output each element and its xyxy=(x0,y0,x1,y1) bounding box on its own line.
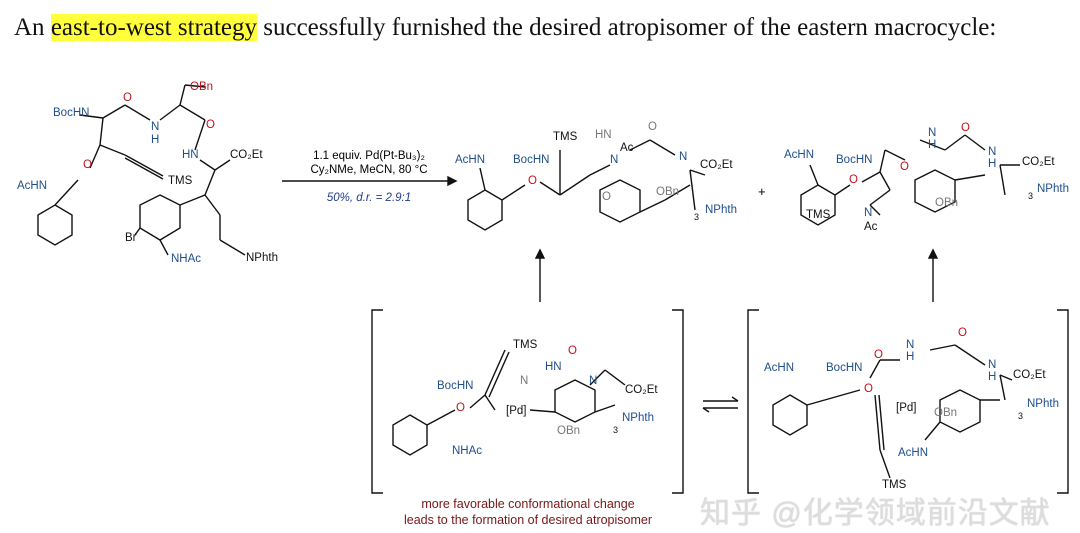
label-nphth: NPhth xyxy=(622,412,654,424)
label-obn: OBn xyxy=(557,425,581,437)
label-co2et: CO₂Et xyxy=(700,159,733,171)
label-n: N xyxy=(610,154,619,166)
label-o: O xyxy=(206,119,215,131)
label-o: O xyxy=(864,383,873,395)
reaction-conditions: 1.1 equiv. Pd(Pt-Bu₃)₂ Cy₂NMe, MeCN, 80 … xyxy=(286,149,452,177)
note-line-1: more favorable conformational change xyxy=(421,497,635,511)
label-nphth: NPhth xyxy=(1027,398,1059,410)
conditions-solvent: Cy₂NMe, MeCN, 80 °C xyxy=(310,164,428,176)
label-ac: Ac xyxy=(864,221,878,233)
label-h: H xyxy=(151,134,160,146)
label-tms: TMS xyxy=(806,209,831,221)
label-achn: AcHN xyxy=(764,362,795,374)
label-nphth: NPhth xyxy=(246,252,278,264)
intermediate-left-bonds xyxy=(392,349,626,456)
label-o: O xyxy=(123,92,132,104)
label-o: O xyxy=(602,191,611,203)
label-o: O xyxy=(648,121,657,133)
label-nphth: NPhth xyxy=(705,204,737,216)
label-obn: OBn xyxy=(935,197,959,209)
label-h: H xyxy=(928,139,937,151)
label-obn: OBn xyxy=(190,81,214,93)
label-achn: AcHN xyxy=(898,447,929,459)
label-co2et: CO₂Et xyxy=(1022,156,1055,168)
label-n: N xyxy=(988,146,997,158)
label-achn: AcHN xyxy=(455,154,486,166)
label-o: O xyxy=(874,349,883,361)
equilibrium-arrows xyxy=(702,396,739,413)
watermark: 知乎 @化学领域前沿文献 xyxy=(700,497,1051,530)
label-achn: AcHN xyxy=(17,180,48,192)
product-major-bonds xyxy=(467,139,706,231)
intermediate-right-bonds xyxy=(772,344,1013,479)
label-n: N xyxy=(906,339,915,351)
label-subscript-3: 3 xyxy=(613,425,619,435)
plus-sign: + xyxy=(758,184,766,199)
label-n: N xyxy=(520,375,529,387)
label-obn: OBn xyxy=(934,407,958,419)
heading: An east-to-west strategy successfully fu… xyxy=(14,14,996,42)
label-n: N xyxy=(151,121,160,133)
starting-material-bonds xyxy=(37,84,246,256)
label-h: H xyxy=(988,371,997,383)
label-n: N xyxy=(988,359,997,371)
reaction-yield: 50%, d.r. = 2.9:1 xyxy=(326,192,412,204)
label-o: O xyxy=(528,175,537,187)
product-minor-bonds xyxy=(800,134,1020,226)
label-h: H xyxy=(988,158,997,170)
label-nhac: NHAc xyxy=(171,253,202,265)
label-o: O xyxy=(849,174,858,186)
label-pd: [Pd] xyxy=(896,402,917,414)
label-ac: Ac xyxy=(620,142,634,154)
label-o: O xyxy=(83,159,92,171)
label-n: N xyxy=(928,127,937,139)
label-h: H xyxy=(906,351,915,363)
label-pd: [Pd] xyxy=(506,405,527,417)
label-n: N xyxy=(679,151,688,163)
label-n: N xyxy=(589,375,598,387)
label-subscript-3: 3 xyxy=(1018,411,1024,421)
label-o: O xyxy=(568,345,577,357)
note-line-2: leads to the formation of desired atropi… xyxy=(403,513,653,527)
label-o: O xyxy=(900,161,909,173)
label-br: Br xyxy=(125,232,137,244)
label-co2et: CO₂Et xyxy=(230,149,263,161)
label-hn: HN xyxy=(595,129,612,141)
heading-highlight: east-to-west strategy xyxy=(50,14,257,41)
label-achn: AcHN xyxy=(784,149,815,161)
label-bochn: BocHN xyxy=(437,380,474,392)
label-obn: OBn xyxy=(656,186,680,198)
label-bochn: BocHN xyxy=(826,362,863,374)
label-nphth: NPhth xyxy=(1037,183,1069,195)
label-co2et: CO₂Et xyxy=(625,384,658,396)
label-hn: HN xyxy=(182,149,199,161)
label-nhac: NHAc xyxy=(452,445,483,457)
label-bochn: BocHN xyxy=(836,154,873,166)
label-bochn: BocHN xyxy=(513,154,550,166)
conditions-reagent: 1.1 equiv. Pd(Pt-Bu₃)₂ xyxy=(313,150,425,162)
label-bochn: BocHN xyxy=(53,107,90,119)
label-co2et: CO₂Et xyxy=(1013,369,1046,381)
label-o: O xyxy=(961,122,970,134)
label-o: O xyxy=(456,402,465,414)
label-n: N xyxy=(864,207,873,219)
label-subscript-3: 3 xyxy=(694,212,700,222)
label-tms: TMS xyxy=(168,175,193,187)
label-o: O xyxy=(958,327,967,339)
label-tms: TMS xyxy=(513,339,538,351)
annotation-note: more favorable conformational change lea… xyxy=(372,496,684,528)
label-tms: TMS xyxy=(882,479,907,491)
heading-prefix: An xyxy=(14,14,51,41)
label-tms: TMS xyxy=(553,131,578,143)
label-subscript-3: 3 xyxy=(1028,191,1034,201)
heading-suffix: successfully furnished the desired atrop… xyxy=(257,14,997,41)
label-hn: HN xyxy=(545,361,562,373)
